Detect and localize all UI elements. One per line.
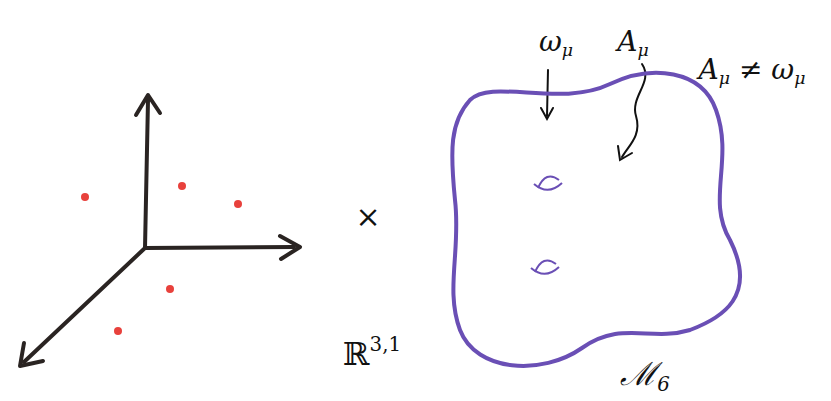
- handle-hole: [538, 176, 559, 188]
- axis-arrowhead: [280, 236, 300, 259]
- handle-hole: [535, 260, 556, 272]
- point-dot: [166, 285, 174, 293]
- axis-arrowhead: [136, 95, 160, 115]
- manifold-blob: [452, 73, 740, 366]
- time-axis: [145, 100, 148, 248]
- leader-arrowhead: [618, 146, 632, 160]
- math-label: ωμ: [539, 28, 573, 60]
- x-axis: [145, 247, 294, 248]
- math-label: ×: [355, 202, 380, 232]
- y-axis: [24, 248, 145, 362]
- manifold-label: ℳ6: [620, 358, 670, 395]
- math-label: Aμ ≠ ωμ: [699, 56, 806, 88]
- point-dot: [234, 200, 242, 208]
- point-dot: [178, 182, 186, 190]
- leader-arrowhead: [541, 108, 553, 119]
- axis-arrowhead: [20, 343, 43, 366]
- point-dot: [114, 327, 122, 335]
- manifold-outline: [440, 60, 770, 395]
- manifold-region: ℳ6: [440, 60, 770, 395]
- math-label: ℝ3,1: [343, 335, 401, 370]
- point-dot: [81, 193, 89, 201]
- math-label: Aμ: [617, 28, 649, 60]
